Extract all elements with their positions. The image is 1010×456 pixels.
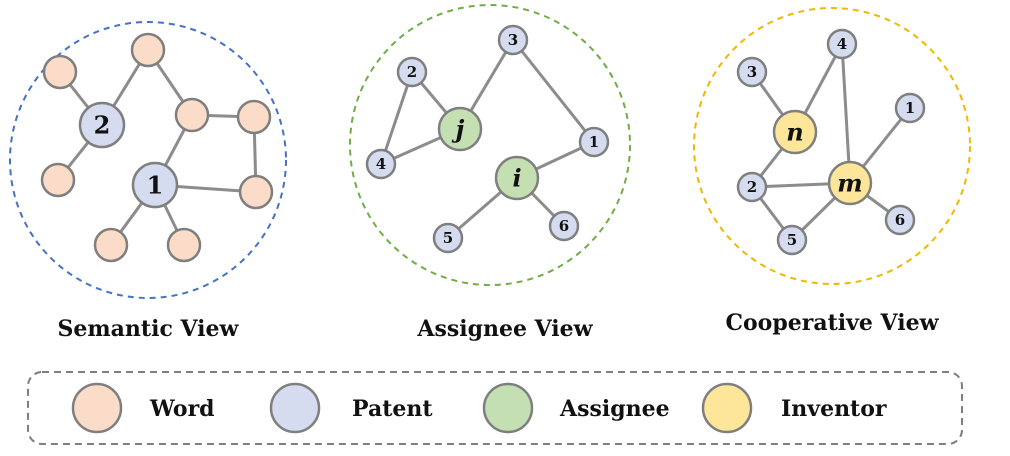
view-boundary: [693, 7, 971, 285]
node-patent: 6: [548, 210, 580, 242]
node-patent: 1: [578, 126, 610, 158]
patent-node-circle: [497, 24, 529, 56]
node-inventor: n: [772, 109, 818, 155]
legend-item-patent: Patent: [269, 382, 433, 434]
node-patent: 2: [396, 56, 428, 88]
legend-box: [27, 371, 963, 445]
assignee-node-circle: [437, 106, 483, 152]
node-label: m: [837, 169, 862, 198]
node-label: n: [786, 118, 803, 147]
view-title: Cooperative View: [725, 310, 939, 336]
node-word: [238, 174, 274, 210]
legend-label: Word: [149, 396, 215, 422]
node-patent: 1: [894, 92, 926, 124]
node-label: 1: [147, 171, 164, 200]
word-node-circle: [93, 227, 129, 263]
patent-node-circle: [365, 148, 397, 180]
node-word: [166, 227, 202, 263]
patent-node-circle: [432, 222, 464, 254]
node-label: 2: [747, 178, 757, 196]
node-patent: 3: [736, 56, 768, 88]
node-inventor: m: [827, 160, 873, 206]
legend-swatch: [701, 382, 753, 434]
patent-node-circle: [578, 126, 610, 158]
word-node-circle: [42, 54, 78, 90]
legend-label: Inventor: [781, 396, 887, 422]
inventor-node-circle: [827, 160, 873, 206]
node-label: 4: [376, 155, 386, 173]
assignee-node-circle: [494, 155, 540, 201]
legend-swatch: [71, 382, 123, 434]
view-title: Semantic View: [58, 316, 240, 342]
node-label: 6: [895, 211, 905, 229]
node-patent: 4: [826, 28, 858, 60]
word-node-circle: [174, 97, 210, 133]
node-label: 5: [787, 231, 797, 249]
patent-node-circle: [884, 204, 916, 236]
node-patent: 4: [365, 148, 397, 180]
node-label: 1: [589, 133, 599, 151]
view-boundary: [349, 4, 631, 286]
legend-label: Assignee: [559, 396, 670, 422]
node-patent: 3: [497, 24, 529, 56]
node-label: 3: [747, 63, 757, 81]
inventor-node-circle: [772, 109, 818, 155]
legend-item-word: Word: [71, 382, 215, 434]
node-label: j: [452, 115, 465, 144]
node-label: 1: [905, 99, 915, 117]
node-patent: 6: [884, 204, 916, 236]
patent-node-circle: [776, 224, 808, 256]
edge: [511, 39, 596, 143]
edges: [56, 49, 258, 246]
patent-node-circle: [396, 56, 428, 88]
word-node-circle: [130, 32, 166, 68]
view-boundary: [9, 21, 287, 299]
patent-node-circle: [78, 101, 126, 149]
node-label: 3: [508, 31, 518, 49]
node-word: [236, 99, 272, 135]
edge: [840, 43, 852, 184]
node-label: 5: [443, 229, 453, 247]
node-word: [174, 97, 210, 133]
legend-swatch: [269, 382, 321, 434]
node-label: 2: [94, 111, 111, 140]
node-patent: 1: [131, 161, 179, 209]
node-label: 4: [837, 35, 847, 53]
word-node-circle: [40, 162, 76, 198]
patent-node-circle: [736, 171, 768, 203]
legend-item-inventor: Inventor: [701, 382, 887, 434]
node-word: [130, 32, 166, 68]
node-patent: 2: [78, 101, 126, 149]
legend-item-assignee: Assignee: [482, 382, 670, 434]
node-patent: 2: [736, 171, 768, 203]
node-label: 2: [407, 63, 417, 81]
patent-node-circle: [131, 161, 179, 209]
legend-swatch: [482, 382, 534, 434]
node-label: i: [512, 164, 521, 193]
node-label: 6: [559, 217, 569, 235]
node-word: [93, 227, 129, 263]
node-patent: 5: [776, 224, 808, 256]
node-assignee: i: [494, 155, 540, 201]
patent-node-circle: [736, 56, 768, 88]
node-patent: 5: [432, 222, 464, 254]
patent-node-circle: [826, 28, 858, 60]
node-assignee: j: [437, 106, 483, 152]
node-word: [42, 54, 78, 90]
node-word: [40, 162, 76, 198]
patent-node-circle: [548, 210, 580, 242]
word-node-circle: [236, 99, 272, 135]
legend: Word Patent Assignee Inventor: [27, 371, 963, 445]
word-node-circle: [238, 174, 274, 210]
word-node-circle: [166, 227, 202, 263]
view-title: Assignee View: [416, 316, 593, 342]
patent-node-circle: [894, 92, 926, 124]
edge: [379, 71, 414, 165]
legend-label: Patent: [352, 396, 433, 422]
